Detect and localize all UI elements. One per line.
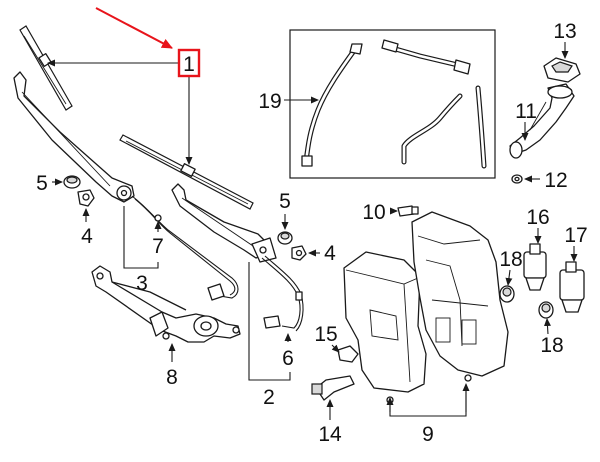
reservoir-bolt [397,205,419,217]
callout-11: 11 [515,100,537,123]
wiper-blade-center [119,134,254,210]
washer-hose-arm-right [261,255,304,332]
callout-6: 6 [282,347,294,370]
callout-9: 9 [422,423,434,446]
callout-12: 12 [544,169,567,192]
callout-2: 2 [263,386,275,409]
callout-3: 3 [136,272,148,295]
callout-1: 1 [183,53,195,76]
washer-pump-rear [559,261,585,313]
washer-reservoir [343,211,509,404]
callout-16: 16 [526,206,549,229]
hose-clip [337,345,359,363]
callout-5-left: 5 [36,172,48,195]
callout-18-left: 18 [499,248,522,271]
callout-19: 19 [258,90,281,113]
callout-10: 10 [362,201,385,224]
wiper-arm-left [13,71,135,203]
callout-18-right: 18 [540,334,563,357]
pivot-nut-left [77,189,95,207]
callout-8: 8 [166,366,178,389]
washer-hose-arm-left [131,195,239,301]
callout-labels: 1 2 3 4 4 5 5 6 7 8 9 10 11 12 13 14 15 … [36,20,588,446]
pivot-cap-right [277,231,293,245]
leader-lines [47,42,578,420]
callout-7: 7 [152,235,164,258]
washer-hose-set-box [289,29,496,179]
fluid-level-sensor [311,375,355,401]
callout-4-left: 4 [81,225,93,248]
wiper-linkage-motor [91,265,241,343]
callout-4-right: 4 [324,242,336,265]
wiper-blade-left [19,25,73,111]
washer-pump-front [523,243,547,291]
pump-grommet-front [499,285,515,303]
callout-5-right: 5 [279,190,291,213]
callout-14: 14 [318,423,342,446]
wiper-arm-right [171,183,277,263]
pivot-nut-right [291,245,307,261]
highlight-callout-1 [95,7,201,78]
pivot-cap-left [63,175,81,189]
callout-13: 13 [553,20,576,43]
pump-grommet-rear [538,301,554,319]
reservoir-cap [543,57,581,83]
callout-15: 15 [314,323,337,346]
callout-17: 17 [564,224,587,247]
filler-neck-seal [511,174,523,184]
